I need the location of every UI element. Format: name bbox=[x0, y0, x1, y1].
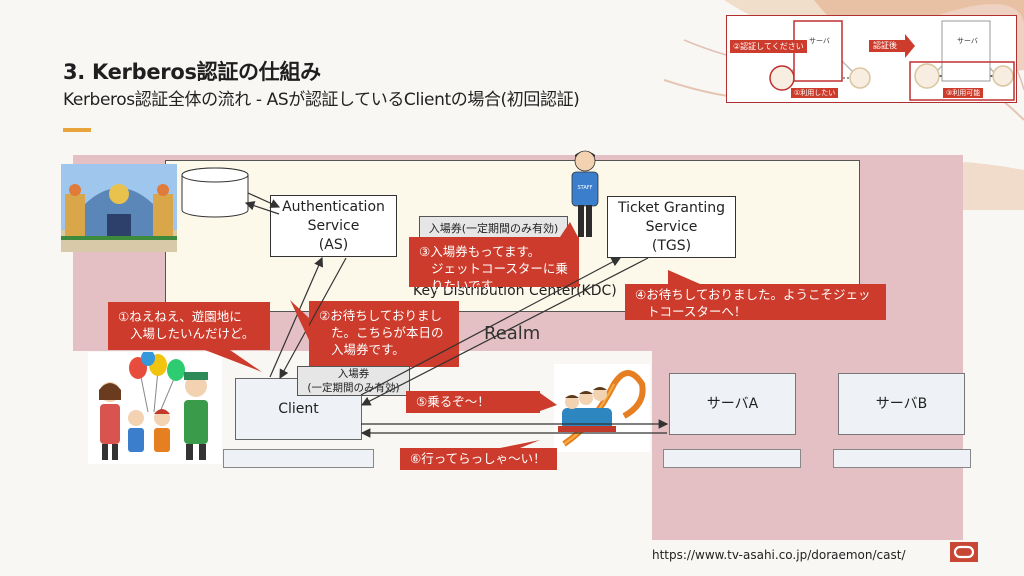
client-label: Client bbox=[278, 400, 319, 417]
client-ticket: 入場券 (一定期間のみ有効) bbox=[297, 366, 410, 396]
inset-diagram-lines bbox=[769, 20, 1015, 101]
tgs-label-line3: (TGS) bbox=[651, 237, 692, 254]
callout-step3-line3: りたいです。 bbox=[431, 278, 505, 293]
server-b-box: サーバB bbox=[838, 373, 965, 435]
callout-step2-line1: ②お待ちしておりまし bbox=[319, 308, 442, 323]
tgs-label-line1: Ticket Granting bbox=[617, 199, 726, 216]
as-label-line2: Service bbox=[307, 217, 360, 234]
callout-step6-pointer bbox=[500, 440, 540, 448]
inset-use-request: ①利用したい bbox=[791, 88, 839, 98]
callout-step2-line2: た。こちらが本日の bbox=[331, 325, 444, 340]
inset-after-auth: 認証後 bbox=[873, 41, 897, 50]
inset-callout-auth: ②認証してください bbox=[730, 40, 807, 53]
staff-person-illustration: STAFF bbox=[571, 150, 599, 237]
inset-diagram: ②認証してください サーバ ①利用したい 認証後 サーバ ③利用可能 bbox=[726, 15, 1017, 103]
page-subtitle: Kerberos認証全体の流れ - ASが認証しているClientの場合(初回認… bbox=[63, 90, 580, 110]
callout-step4-line1: ④お待ちしておりました。ようこそジェッ bbox=[635, 287, 871, 302]
client-ticket-line1: 入場券 bbox=[337, 368, 370, 380]
ticket-granting-service-box: Ticket Granting Service (TGS) bbox=[607, 196, 736, 258]
as-label-line3: (AS) bbox=[318, 236, 349, 253]
callout-step3-line2: ジェットコースターに乗 bbox=[431, 261, 568, 276]
tgs-label-line2: Service bbox=[645, 218, 698, 235]
server-b-label: サーバB bbox=[875, 395, 928, 412]
callout-step4: ④お待ちしておりました。ようこそジェッ トコースターへ！ bbox=[625, 284, 886, 320]
realm-area-lower bbox=[652, 340, 963, 540]
callout-step4-line2: トコースターへ！ bbox=[647, 304, 747, 319]
as-label-line1: Authentication bbox=[282, 198, 385, 215]
callout-step1-line2: 入場したいんだけど。 bbox=[130, 326, 255, 341]
database-icon bbox=[181, 167, 249, 218]
callout-step1: ①ねえねえ、遊園地に 入場したいんだけど。 bbox=[108, 302, 270, 350]
callout-step5: ⑤乗るぞ〜！ bbox=[406, 391, 540, 413]
family-with-balloons-illustration bbox=[88, 352, 222, 464]
client-ticket-line2: (一定期間のみ有効) bbox=[307, 382, 400, 394]
tgt-ticket-label: 入場券(一定期間のみ有効) bbox=[428, 222, 559, 235]
callout-step5-text: ⑤乗るぞ〜！ bbox=[416, 394, 490, 409]
oracle-logo-icon bbox=[950, 542, 978, 562]
callout-step6: ⑥行ってらっしゃ〜い！ bbox=[400, 448, 557, 470]
roller-coaster-illustration bbox=[554, 364, 650, 452]
page-title: 3. Kerberos認証の仕組み bbox=[63, 60, 321, 84]
inset-server-label: サーバ bbox=[809, 37, 830, 45]
amusement-park-gate-image bbox=[61, 164, 177, 252]
accent-bar bbox=[63, 128, 91, 132]
inset-usable: ③利用可能 bbox=[943, 88, 984, 98]
staff-badge: STAFF bbox=[577, 185, 592, 191]
empty-box-server-b bbox=[833, 449, 971, 468]
source-url: https://www.tv-asahi.co.jp/doraemon/cast… bbox=[652, 548, 906, 562]
callout-step2: ②お待ちしておりまし た。こちらが本日の 入場券です。 bbox=[309, 301, 459, 367]
callout-step2-line3: 入場券です。 bbox=[331, 342, 405, 357]
callout-step6-text: ⑥行ってらっしゃ〜い！ bbox=[410, 451, 546, 466]
callout-step3-line1: ③入場券もってます。 bbox=[419, 244, 541, 259]
server-a-box: サーバA bbox=[669, 373, 796, 435]
empty-box-server-a bbox=[663, 449, 801, 468]
realm-label: Realm bbox=[484, 323, 541, 344]
authentication-service-box: Authentication Service (AS) bbox=[270, 195, 397, 257]
server-a-label: サーバA bbox=[706, 395, 759, 412]
empty-box-client bbox=[223, 449, 374, 468]
callout-step3: ③入場券もってます。 ジェットコースターに乗 りたいです。 bbox=[409, 237, 579, 293]
inset-server2-label: サーバ bbox=[957, 37, 978, 45]
callout-step1-line1: ①ねえねえ、遊園地に bbox=[118, 309, 242, 324]
